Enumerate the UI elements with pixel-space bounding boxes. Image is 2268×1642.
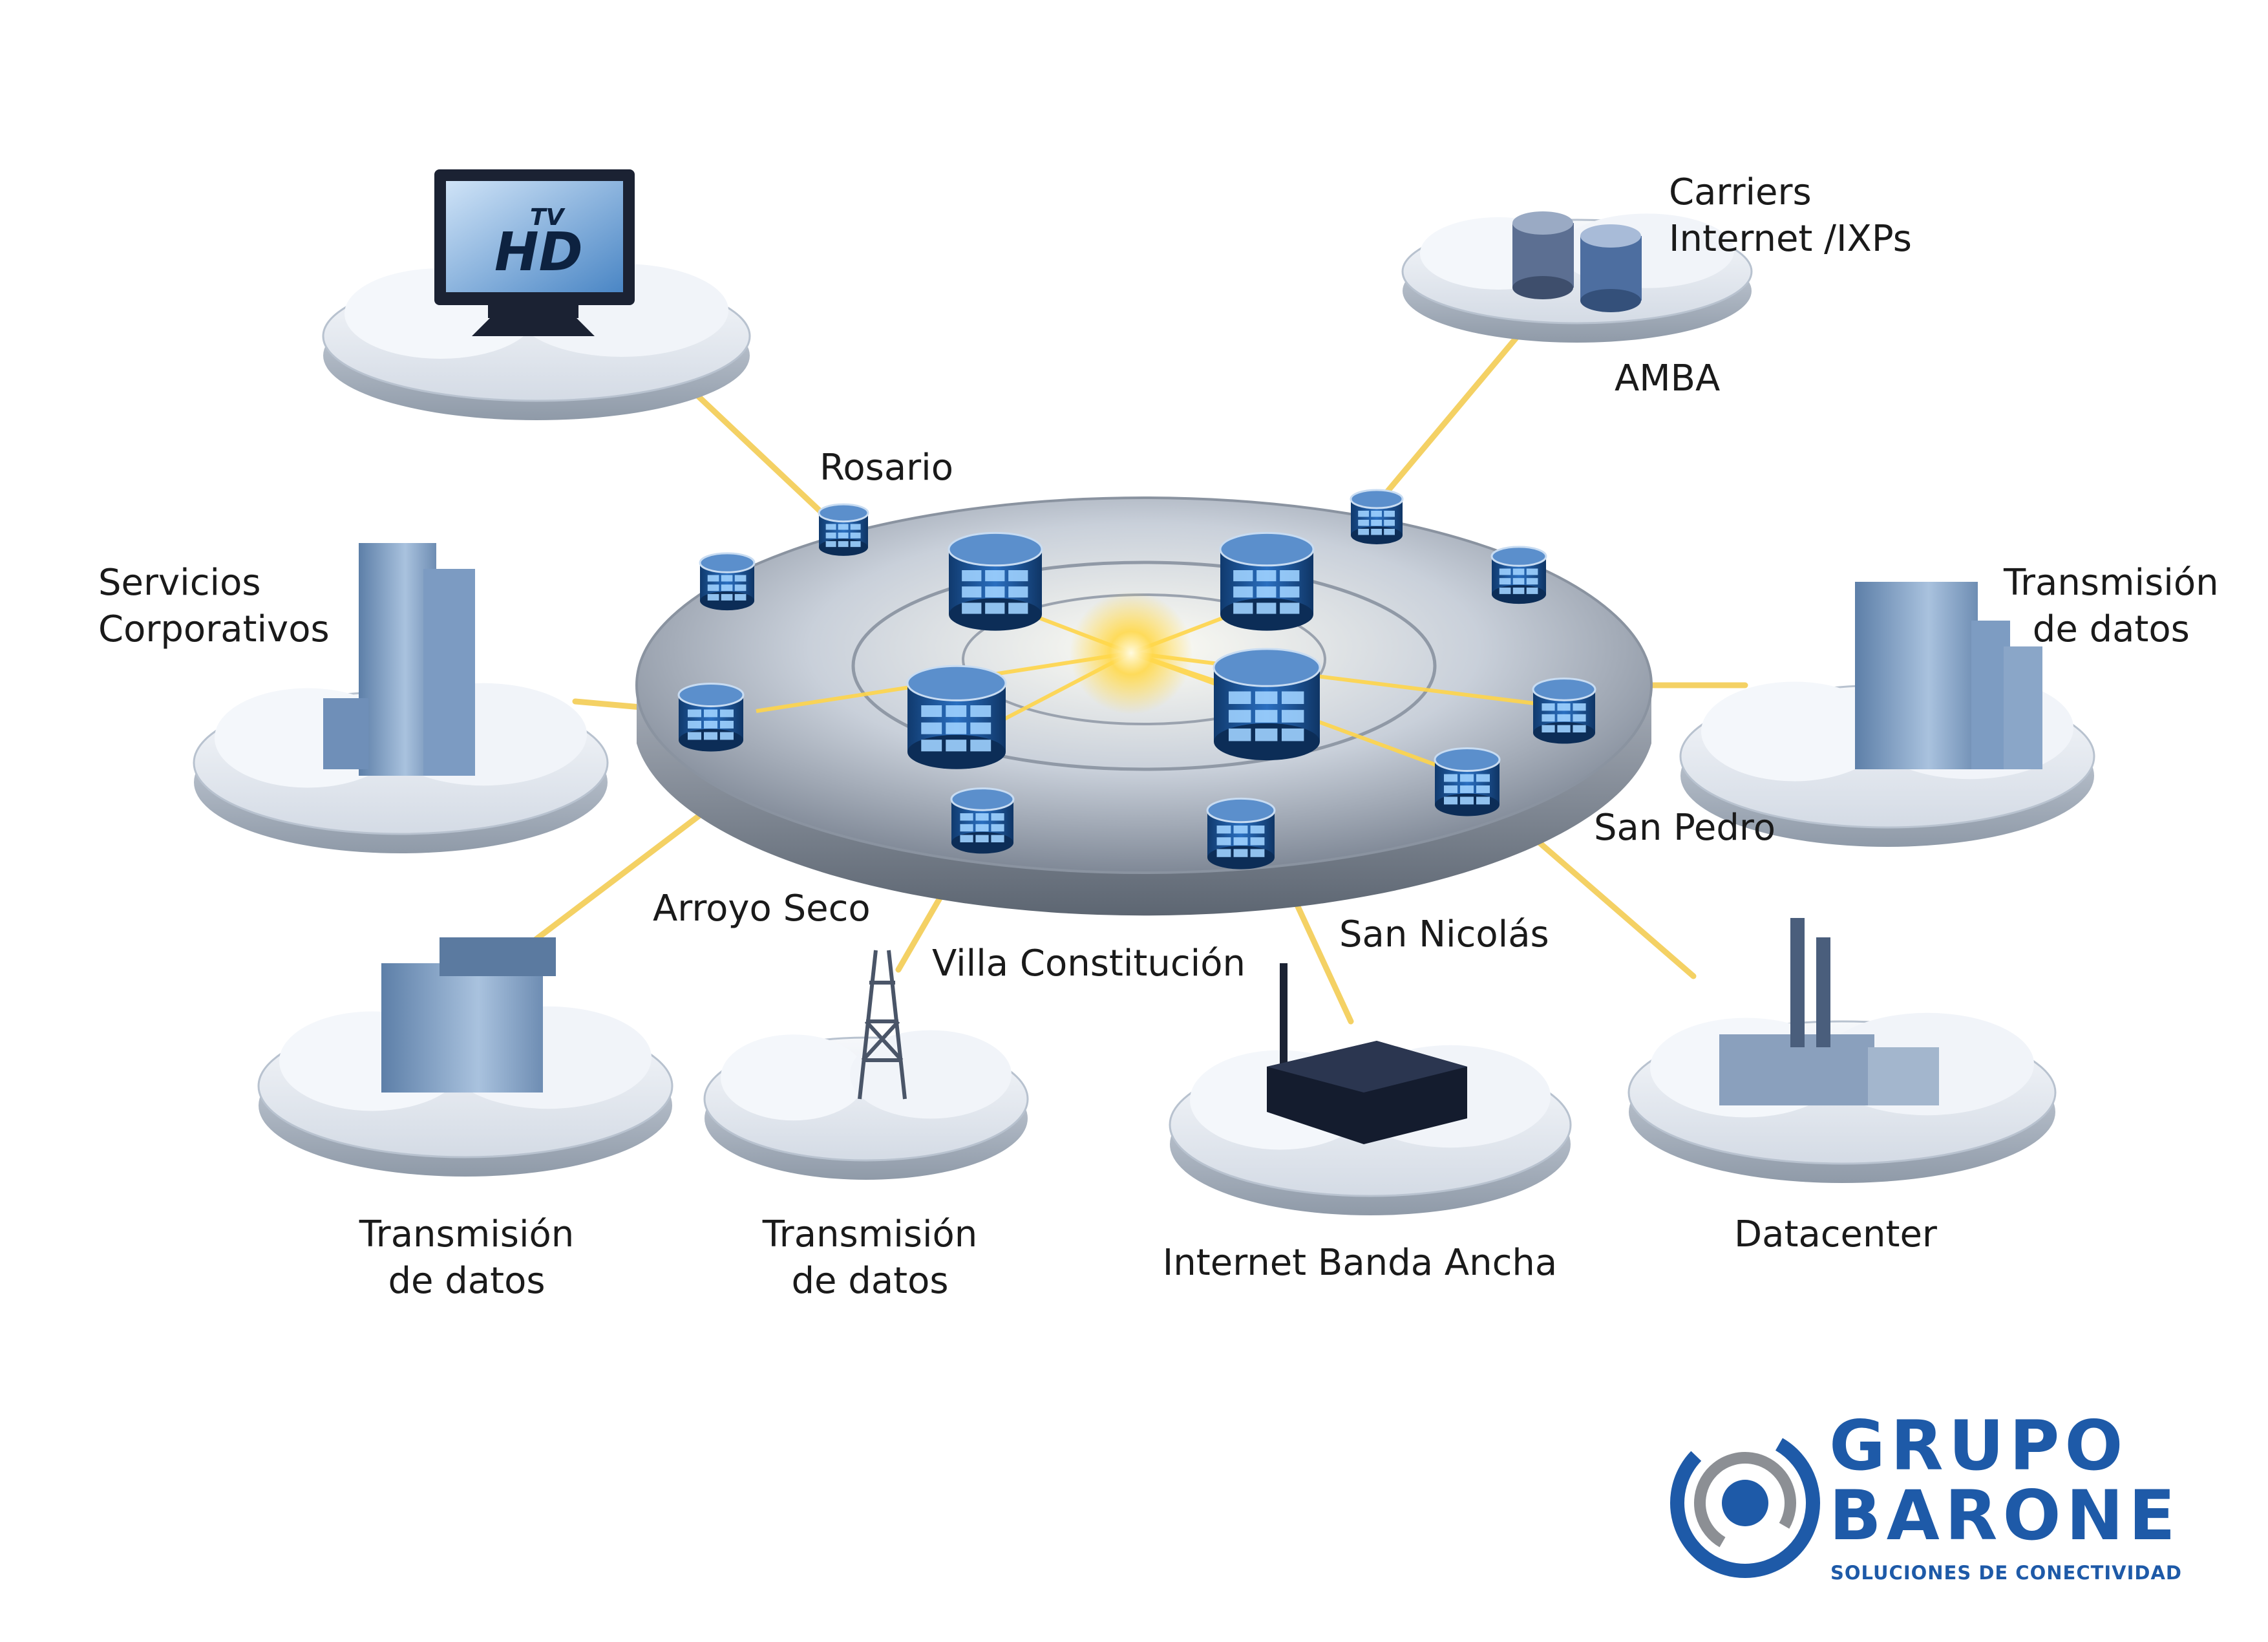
carrier-storage-icon [1512,211,1642,312]
server-w [677,683,745,752]
cloud-tower [703,1030,1029,1180]
service-label-banda-ancha: Internet Banda Ancha [1162,1242,1558,1284]
server-big-3 [906,665,1007,769]
service-label-datacenter: Datacenter [1734,1213,1937,1255]
node-label-san-nicolas: San Nicolás [1339,913,1549,955]
node-label-amba: AMBA [1615,357,1721,400]
server-villa [1206,797,1276,869]
grupo-barone-logo: GRUPO BARONE SOLUCIONES DE CONECTIVIDAD [1668,1409,2198,1597]
datacenter-factory-icon [1719,918,1939,1105]
server-rosario [818,503,869,556]
office-building-icon-left [381,937,556,1093]
transmission-tower-icon [858,950,907,1100]
link-tv [669,368,843,533]
tv-icon-small: TV [530,204,566,231]
server-e [1532,677,1596,744]
office-building-icon-right [1855,582,2042,769]
server-arroyo [950,787,1015,854]
server-amba-east [1490,546,1547,604]
logo-tagline: SOLUCIONES DE CONECTIVIDAD [1830,1562,2182,1584]
server-big-2 [1219,531,1315,631]
server-big-4 [1213,648,1321,761]
server-nw [699,552,756,611]
server-big-1 [948,531,1043,631]
tv-icon-large: HD [494,222,583,283]
node-label-arroyo-seco: Arroyo Seco [653,888,871,930]
tv-hd-icon: TV HD [434,169,635,336]
server-ne [1350,489,1404,544]
core-glow [1070,592,1192,714]
cloud-corporativos [193,683,609,853]
node-label-rosario: Rosario [820,447,953,489]
server-nodes [677,489,1596,869]
logo-text-barone: BARONE [1829,1476,2181,1555]
node-label-san-pedro: San Pedro [1594,807,1775,849]
router-box-icon [1267,963,1467,1144]
server-san-pedro [1434,747,1501,816]
logo-mark-icon [1670,1428,1820,1578]
node-label-villa-constitucion: Villa Constitución [932,943,1245,985]
corporate-tower-icon [323,543,475,776]
logo-text-grupo: GRUPO [1829,1406,2128,1486]
